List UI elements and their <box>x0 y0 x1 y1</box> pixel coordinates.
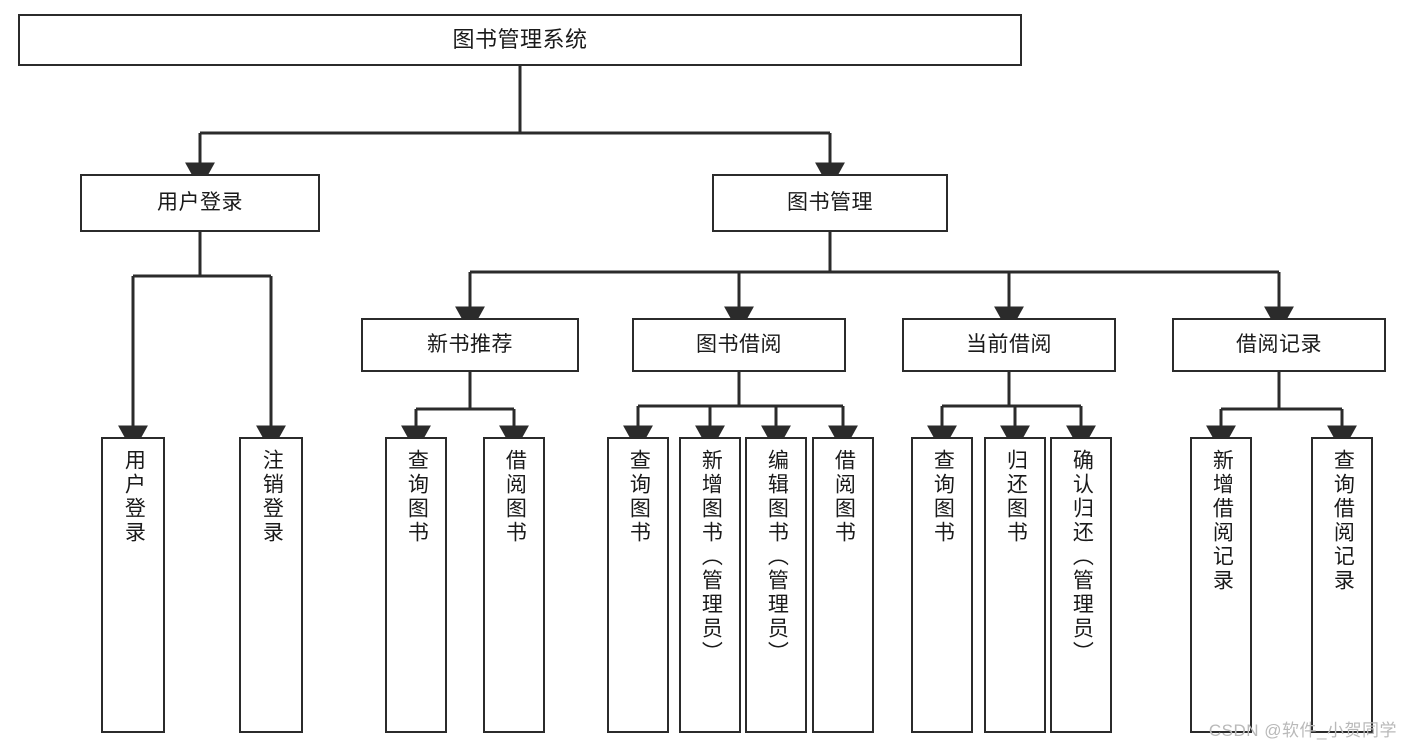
node-leaf-query-book-3-label: 查询图书 <box>931 449 955 545</box>
node-leaf-logout-label: 注销登录 <box>260 449 284 545</box>
node-leaf-confirm-return-label: 确认归还（管理员） <box>1070 449 1094 665</box>
node-leaf-add-record[interactable]: 新增借阅记录 <box>1190 437 1252 733</box>
node-leaf-edit-book-label: 编辑图书（管理员） <box>765 449 789 665</box>
node-leaf-borrow-book-1[interactable]: 借阅图书 <box>483 437 545 733</box>
node-borrow-record-label: 借阅记录 <box>1236 333 1322 357</box>
node-leaf-query-book-1-label: 查询图书 <box>405 449 429 545</box>
node-leaf-confirm-return[interactable]: 确认归还（管理员） <box>1050 437 1112 733</box>
node-book-manage[interactable]: 图书管理 <box>712 174 948 232</box>
node-user-login-label: 用户登录 <box>157 191 243 215</box>
node-leaf-query-record-label: 查询借阅记录 <box>1331 449 1355 593</box>
node-book-borrow-label: 图书借阅 <box>696 333 782 357</box>
node-leaf-logout[interactable]: 注销登录 <box>239 437 303 733</box>
node-new-book-recommend-label: 新书推荐 <box>427 333 513 357</box>
node-leaf-edit-book[interactable]: 编辑图书（管理员） <box>745 437 807 733</box>
node-leaf-return-book-label: 归还图书 <box>1004 449 1028 545</box>
node-leaf-borrow-book-2[interactable]: 借阅图书 <box>812 437 874 733</box>
node-user-login[interactable]: 用户登录 <box>80 174 320 232</box>
node-leaf-return-book[interactable]: 归还图书 <box>984 437 1046 733</box>
node-leaf-query-book-1[interactable]: 查询图书 <box>385 437 447 733</box>
node-book-manage-label: 图书管理 <box>787 191 873 215</box>
node-leaf-add-record-label: 新增借阅记录 <box>1210 449 1234 593</box>
node-leaf-add-book[interactable]: 新增图书（管理员） <box>679 437 741 733</box>
node-leaf-user-login[interactable]: 用户登录 <box>101 437 165 733</box>
node-leaf-query-record[interactable]: 查询借阅记录 <box>1311 437 1373 733</box>
node-leaf-borrow-book-1-label: 借阅图书 <box>503 449 527 545</box>
node-borrow-record[interactable]: 借阅记录 <box>1172 318 1386 372</box>
node-current-borrow[interactable]: 当前借阅 <box>902 318 1116 372</box>
node-leaf-user-login-label: 用户登录 <box>122 449 146 545</box>
node-book-borrow[interactable]: 图书借阅 <box>632 318 846 372</box>
node-leaf-borrow-book-2-label: 借阅图书 <box>832 449 856 545</box>
node-leaf-query-book-3[interactable]: 查询图书 <box>911 437 973 733</box>
node-root-label: 图书管理系统 <box>452 26 588 52</box>
node-leaf-query-book-2-label: 查询图书 <box>627 449 651 545</box>
watermark: CSDN @软件_小贺同学 <box>1208 721 1397 740</box>
node-root[interactable]: 图书管理系统 <box>18 14 1022 66</box>
node-new-book-recommend[interactable]: 新书推荐 <box>361 318 579 372</box>
node-leaf-add-book-label: 新增图书（管理员） <box>699 449 723 665</box>
node-current-borrow-label: 当前借阅 <box>966 333 1052 357</box>
node-leaf-query-book-2[interactable]: 查询图书 <box>607 437 669 733</box>
